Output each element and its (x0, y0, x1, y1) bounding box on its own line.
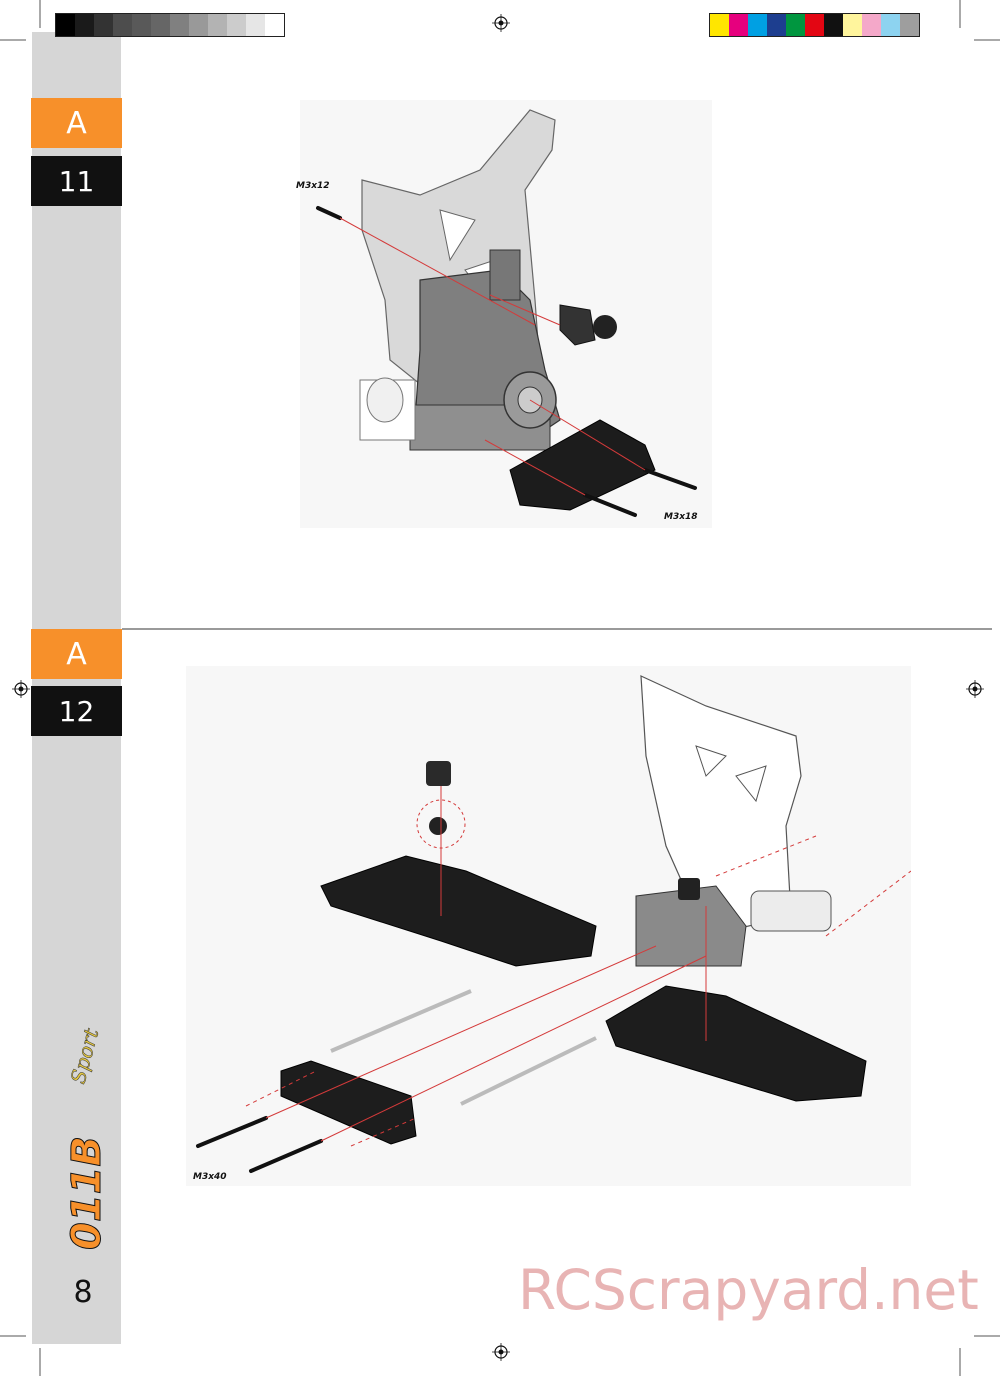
svg-text:Sport: Sport (66, 1025, 104, 1086)
suspension-arms-diagram (196, 675, 912, 1173)
color-swatch (729, 14, 748, 36)
registration-mark-icon (966, 680, 984, 698)
gray-swatch (227, 14, 246, 36)
color-swatch (767, 14, 786, 36)
gray-swatch (265, 14, 284, 36)
registration-mark-icon (12, 680, 30, 698)
color-swatch (862, 14, 881, 36)
registration-mark-icon (492, 1343, 510, 1361)
watermark: RCScrapyard.net (518, 1258, 979, 1322)
step-12-illustration (186, 666, 912, 1186)
step-number: 11 (31, 156, 122, 206)
screw-label: M3x40 (193, 1172, 227, 1182)
color-swatch (748, 14, 767, 36)
color-swatch (881, 14, 900, 36)
gray-swatch (151, 14, 170, 36)
gray-swatch (94, 14, 113, 36)
section-divider (122, 628, 992, 630)
section-tab: A (31, 98, 122, 148)
gray-swatch (132, 14, 151, 36)
section-tab: A (31, 629, 122, 679)
gray-swatch (189, 14, 208, 36)
screw-label: M3x18 (664, 512, 698, 522)
screw-label: M3x12 (296, 181, 330, 191)
color-bar-grayscale (55, 13, 285, 37)
gray-swatch (56, 14, 75, 36)
color-bar-cmyk (709, 13, 920, 37)
color-swatch (843, 14, 862, 36)
gearbox-assembly-diagram (316, 109, 697, 517)
brand-logo: 011B Sport (64, 1025, 111, 1250)
registration-mark-icon (492, 14, 510, 32)
gray-swatch (75, 14, 94, 36)
step-number: 12 (31, 686, 122, 736)
step-11-illustration (300, 100, 712, 528)
color-swatch (824, 14, 843, 36)
page-number: 8 (73, 1275, 93, 1310)
svg-text:011B: 011B (64, 1136, 110, 1250)
gray-swatch (113, 14, 132, 36)
color-swatch (710, 14, 729, 36)
gray-swatch (170, 14, 189, 36)
gray-swatch (208, 14, 227, 36)
color-swatch (900, 14, 919, 36)
color-swatch (786, 14, 805, 36)
color-swatch (805, 14, 824, 36)
gray-swatch (246, 14, 265, 36)
